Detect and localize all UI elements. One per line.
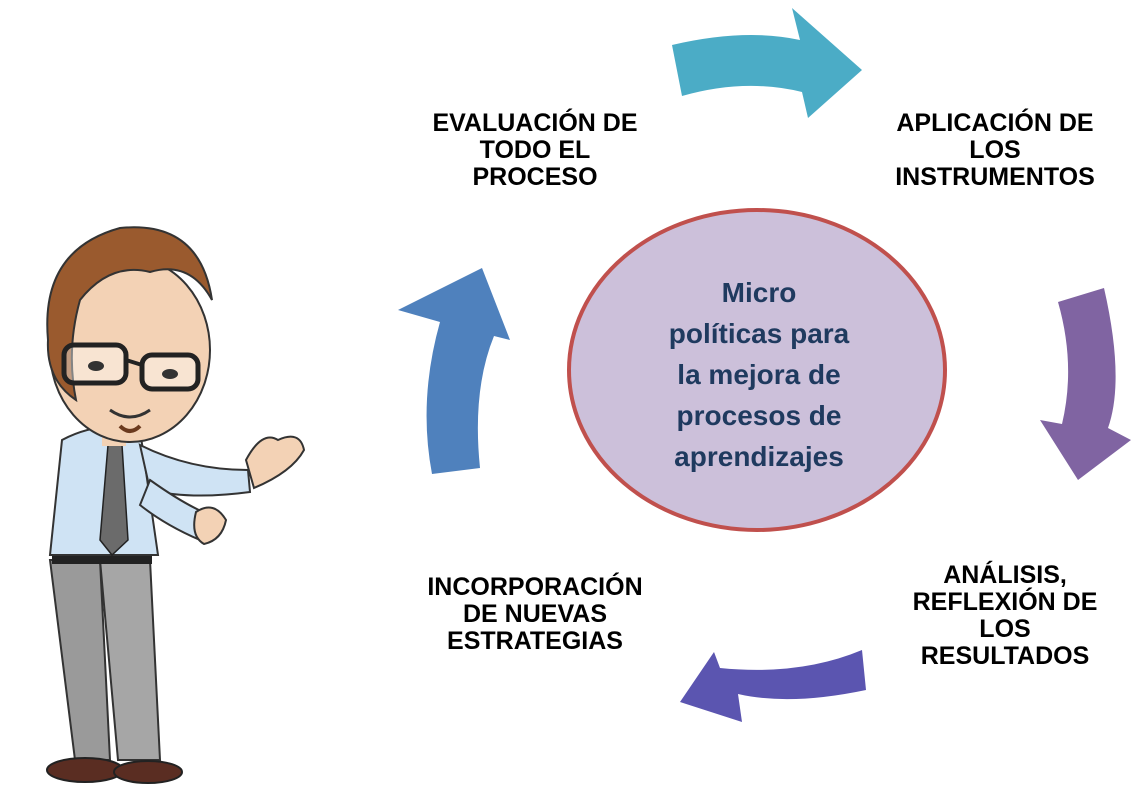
step-label-analisis: ANÁLISIS, REFLEXIÓN DE LOS RESULTADOS (912, 561, 1098, 670)
arrow-bottom (680, 650, 866, 722)
teacher-illustration (46, 226, 306, 784)
arrow-right (1040, 288, 1131, 480)
arrow-left (398, 268, 510, 474)
step-label-incorporacion: INCORPORACIÓN DE NUEVAS ESTRATEGIAS (427, 573, 643, 655)
step-label-evaluacion: EVALUACIÓN DE TODO EL PROCESO (432, 109, 638, 191)
step-label-aplicacion: APLICACIÓN DE LOS INSTRUMENTOS (895, 109, 1095, 191)
center-title: Micro políticas para la mejora de proces… (668, 277, 850, 472)
center-circle (567, 208, 947, 532)
arrow-top (672, 8, 862, 118)
